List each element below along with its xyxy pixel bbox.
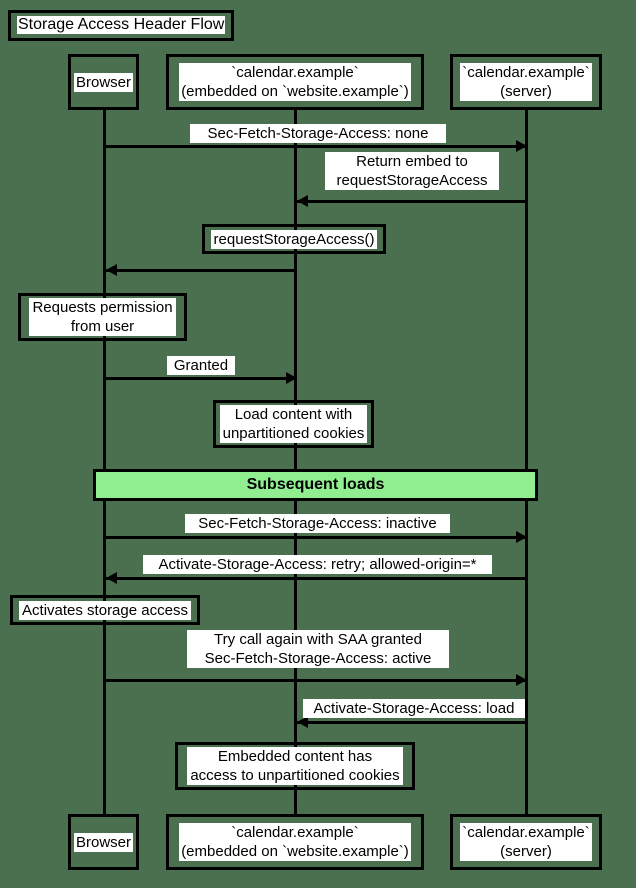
diagram-title: Storage Access Header Flow (8, 10, 235, 41)
message-arrowhead-sec-fetch-inactive (516, 531, 527, 543)
participant-embed-label-bottom: `calendar.example` (embedded on `website… (179, 823, 411, 861)
message-line-activate-retry (103, 577, 527, 580)
message-label-activate-load: Activate-Storage-Access: load (303, 699, 525, 718)
message-line-rsa-to-browser (103, 269, 297, 272)
diagram-title-text: Storage Access Header Flow (17, 16, 226, 34)
note-request-storage-access: requestStorageAccess() (202, 224, 386, 254)
lifeline-server (525, 110, 528, 815)
participant-browser-label-bottom: Browser (73, 832, 133, 852)
message-line-try-again (103, 679, 527, 682)
message-label-sec-fetch-inactive: Sec-Fetch-Storage-Access: inactive (185, 514, 450, 533)
message-label-granted: Granted (167, 356, 235, 375)
message-arrowhead-return-embed (297, 195, 308, 207)
message-line-granted (103, 377, 297, 380)
lifeline-browser (103, 110, 106, 815)
participant-server-label-bottom: `calendar.example` (server) (460, 823, 592, 861)
participant-embed-bottom[interactable]: `calendar.example` (embedded on `website… (166, 814, 424, 870)
message-arrowhead-rsa-to-browser (106, 264, 117, 276)
message-label-sec-fetch-none: Sec-Fetch-Storage-Access: none (190, 124, 446, 143)
highlight-band-subsequent-loads: Subsequent loads (93, 469, 538, 501)
note-load-content-label: Load content with unpartitioned cookies (219, 405, 368, 443)
participant-browser-top[interactable]: Browser (68, 54, 139, 110)
message-label-try-again: Try call again with SAA granted Sec-Fetc… (187, 630, 449, 668)
participant-embed-label-top: `calendar.example` (embedded on `website… (179, 63, 411, 101)
lifeline-embed (294, 110, 297, 815)
note-activates-storage-access: Activates storage access (10, 595, 200, 625)
message-arrowhead-activate-retry (106, 572, 117, 584)
message-label-return-embed: Return embed to requestStorageAccess (325, 152, 499, 190)
participant-browser-label-top: Browser (73, 72, 133, 92)
message-label-activate-retry: Activate-Storage-Access: retry; allowed-… (143, 555, 492, 574)
message-arrowhead-sec-fetch-none (516, 140, 527, 152)
participant-embed-top[interactable]: `calendar.example` (embedded on `website… (166, 54, 424, 110)
participant-server-label-top: `calendar.example` (server) (460, 63, 592, 101)
note-requests-permission: Requests permission from user (18, 293, 187, 341)
message-line-activate-load (294, 721, 527, 724)
note-activates-storage-access-label: Activates storage access (19, 600, 191, 620)
note-embedded-content-label: Embedded content has access to unpartiti… (187, 747, 403, 785)
participant-server-bottom[interactable]: `calendar.example` (server) (450, 814, 602, 870)
message-arrowhead-activate-load (297, 716, 308, 728)
message-line-return-embed (294, 200, 527, 203)
note-load-content: Load content with unpartitioned cookies (213, 400, 374, 448)
participant-browser-bottom[interactable]: Browser (68, 814, 139, 870)
note-embedded-content: Embedded content has access to unpartiti… (175, 742, 415, 790)
message-arrowhead-try-again (516, 674, 527, 686)
note-requests-permission-label: Requests permission from user (29, 298, 176, 336)
participant-server-top[interactable]: `calendar.example` (server) (450, 54, 602, 110)
message-line-sec-fetch-none (103, 145, 527, 148)
message-line-sec-fetch-inactive (103, 536, 527, 539)
message-arrowhead-granted (286, 372, 297, 384)
highlight-band-label: Subsequent loads (246, 476, 385, 493)
note-request-storage-access-label: requestStorageAccess() (210, 229, 378, 249)
